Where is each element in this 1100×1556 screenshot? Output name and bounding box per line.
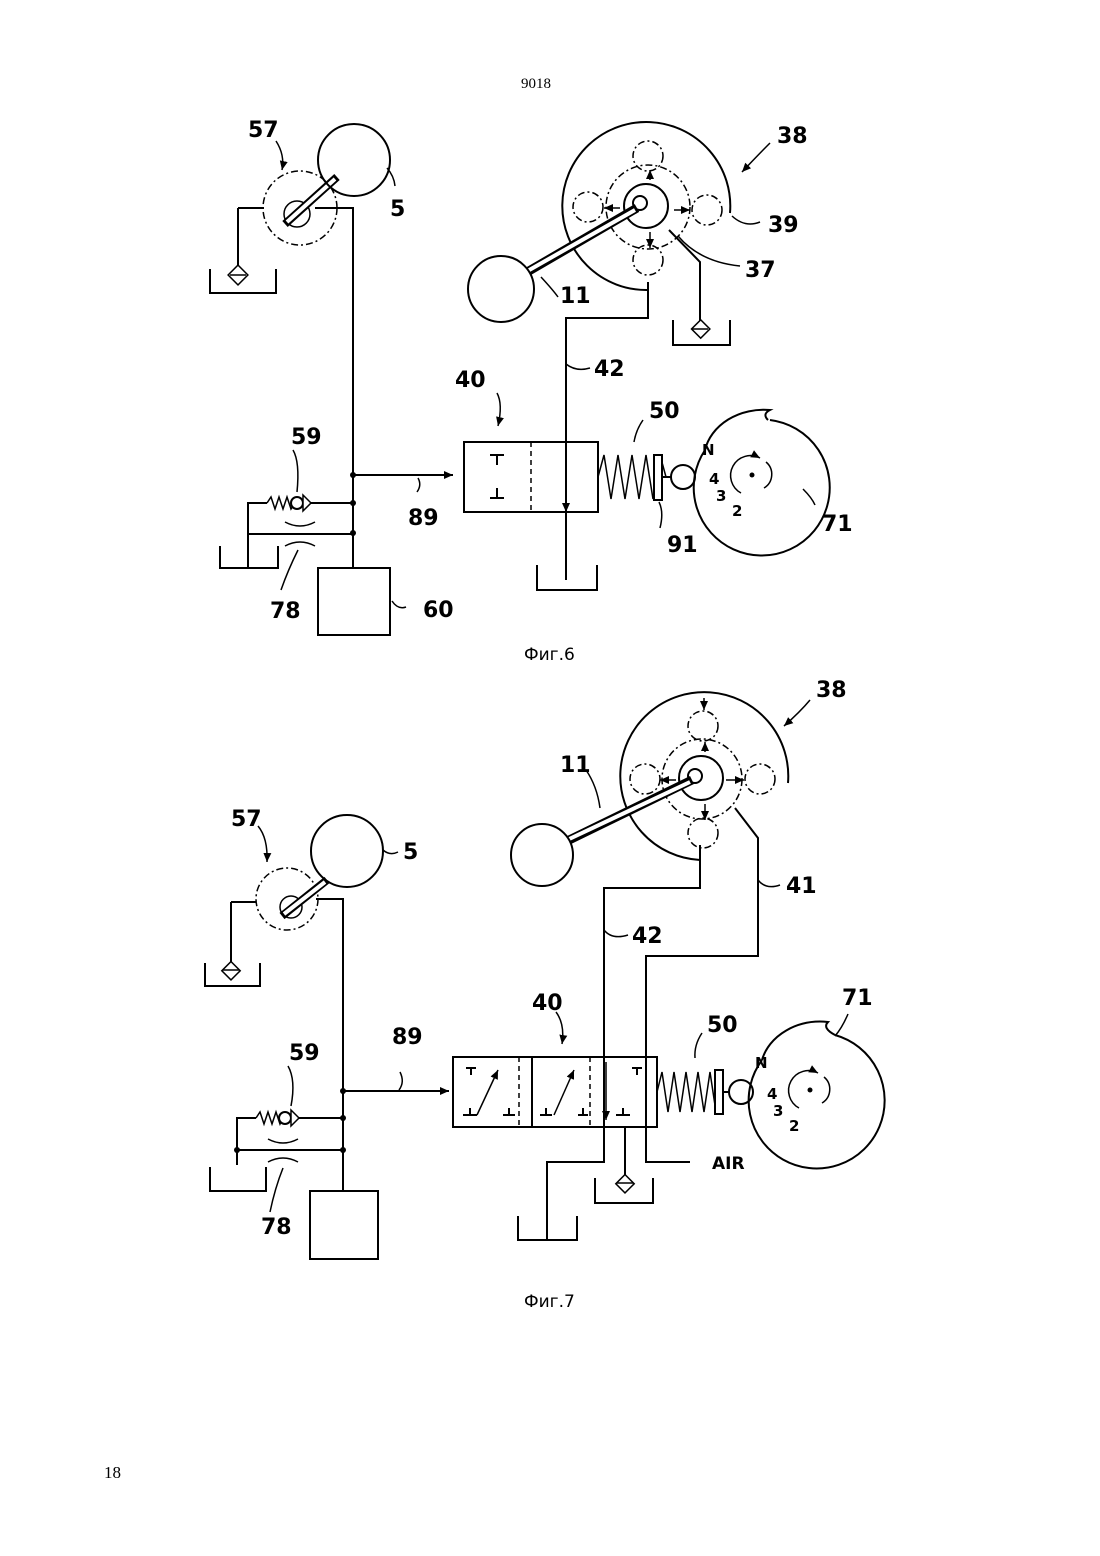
tank-left-bottom bbox=[210, 1167, 266, 1191]
figure-7-diagram: N 4 3 2 38 11 57 5 41 42 71 40 5 bbox=[0, 670, 1100, 1320]
label-37: 37 bbox=[745, 258, 776, 283]
label-41: 41 bbox=[786, 874, 817, 899]
lever-11 bbox=[511, 780, 692, 886]
label-42: 42 bbox=[632, 924, 663, 949]
label-89: 89 bbox=[408, 506, 439, 531]
label-11: 11 bbox=[560, 753, 591, 778]
label-78: 78 bbox=[270, 599, 301, 624]
motor-5 bbox=[311, 815, 383, 887]
label-5: 5 bbox=[403, 840, 418, 865]
label-42: 42 bbox=[594, 357, 625, 382]
label-71: 71 bbox=[822, 512, 853, 537]
label-78: 78 bbox=[261, 1215, 292, 1240]
figure-6-caption: Фиг.6 bbox=[524, 645, 575, 665]
motor-5 bbox=[318, 124, 390, 196]
spring-50 bbox=[657, 1072, 721, 1112]
page-number-header: 9018 bbox=[0, 76, 1072, 93]
gear-2: 2 bbox=[732, 502, 742, 520]
label-40: 40 bbox=[455, 368, 486, 393]
valve-40 bbox=[453, 1057, 657, 1127]
label-59: 59 bbox=[291, 425, 322, 450]
label-57: 57 bbox=[248, 118, 279, 143]
label-50: 50 bbox=[707, 1013, 738, 1038]
relief-valve-59 bbox=[237, 1110, 343, 1165]
page-number-footer: 18 bbox=[104, 1463, 121, 1483]
relief-valve-59 bbox=[248, 495, 353, 534]
orifice-78 bbox=[248, 522, 353, 546]
label-50: 50 bbox=[649, 399, 680, 424]
orifice-78 bbox=[237, 1139, 343, 1162]
label-38: 38 bbox=[816, 678, 847, 703]
gear-4: 4 bbox=[767, 1085, 777, 1103]
label-71: 71 bbox=[842, 986, 873, 1011]
label-60: 60 bbox=[423, 598, 454, 623]
label-89: 89 bbox=[392, 1025, 423, 1050]
tank-left-top bbox=[205, 902, 260, 986]
label-11: 11 bbox=[560, 284, 591, 309]
label-39: 39 bbox=[768, 213, 799, 238]
gear-3: 3 bbox=[716, 487, 726, 505]
gear-n: N bbox=[755, 1054, 768, 1072]
label-38: 38 bbox=[777, 124, 808, 149]
label-57: 57 bbox=[231, 807, 262, 832]
valve-40 bbox=[464, 442, 598, 512]
selector-38 bbox=[620, 692, 788, 860]
label-5: 5 bbox=[390, 197, 405, 222]
label-59: 59 bbox=[289, 1041, 320, 1066]
gear-2: 2 bbox=[789, 1117, 799, 1135]
label-91: 91 bbox=[667, 533, 698, 558]
label-air: AIR bbox=[712, 1154, 745, 1174]
figure-7-caption: Фиг.7 bbox=[524, 1292, 575, 1312]
gear-4: 4 bbox=[709, 470, 719, 488]
plunger bbox=[715, 1070, 723, 1114]
accumulator-60 bbox=[318, 568, 390, 635]
tank-left-top bbox=[210, 208, 276, 293]
figure-6-diagram: N 4 3 2 57 5 38 39 37 bbox=[0, 100, 1100, 670]
roller bbox=[671, 465, 695, 489]
plunger-91 bbox=[654, 455, 662, 500]
gear-3: 3 bbox=[773, 1102, 783, 1120]
lever-11 bbox=[468, 208, 637, 322]
accumulator bbox=[310, 1191, 378, 1259]
gear-n: N bbox=[702, 441, 715, 459]
label-40: 40 bbox=[532, 991, 563, 1016]
